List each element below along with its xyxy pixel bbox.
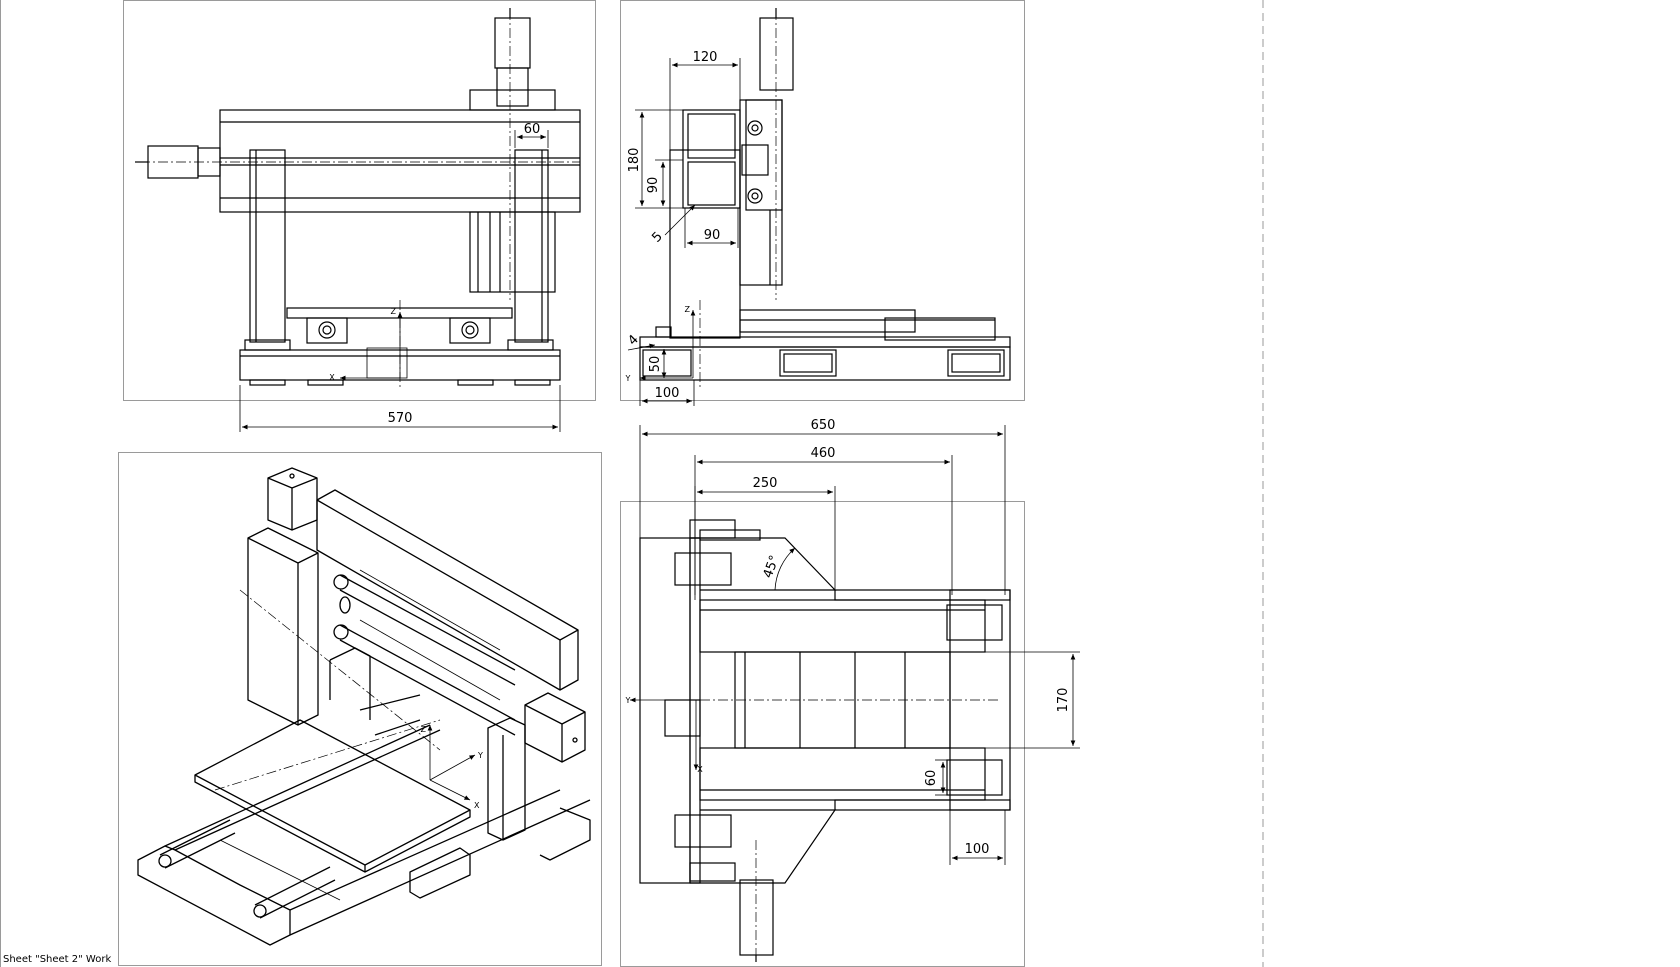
dim-top-rail-span: 460 [811, 446, 836, 461]
front-view [135, 8, 581, 390]
dim-side-foot-height: 50 [648, 356, 663, 373]
top-axis-x: X [697, 765, 703, 774]
front-axis-z: Z [391, 307, 397, 316]
top-axis-y: Y [625, 696, 631, 705]
side-view [639, 8, 1011, 390]
iso-axis-x: X [474, 801, 480, 810]
front-view-frame [123, 0, 596, 401]
iso-view-frame [118, 452, 602, 966]
dim-top-overall: 650 [811, 418, 836, 433]
dim-side-wall: 5 [649, 229, 665, 245]
side-axis-z: Z [685, 305, 691, 314]
iso-axis-y: Y [477, 751, 483, 760]
dim-top-rail-width: 60 [924, 770, 939, 787]
dim-side-tube-height: 90 [646, 177, 661, 194]
top-view [630, 519, 1011, 962]
dim-top-spacing: 170 [1056, 688, 1071, 713]
dim-side-tube-width: 120 [693, 50, 718, 65]
dim-side-tube-inner: 90 [704, 228, 721, 243]
dim-side-foot-width: 100 [655, 386, 680, 401]
sheet-frames [0, 0, 1264, 967]
isometric-view [137, 467, 591, 946]
top-view-dimensions [639, 425, 1080, 865]
side-view-frame [620, 0, 1025, 401]
dim-side-height: 180 [627, 148, 642, 173]
front-axis-x: X [329, 373, 335, 382]
dim-top-table: 250 [753, 476, 778, 491]
dim-front-width: 570 [388, 411, 413, 426]
status-bar-label: Sheet "Sheet 2" Work [3, 954, 112, 965]
front-view-dimensions [239, 130, 561, 432]
dim-top-angle: 45° [761, 553, 783, 580]
side-view-dimensions [627, 58, 741, 406]
dim-top-foot-width: 100 [965, 842, 990, 857]
side-axis-y: Y [625, 374, 631, 383]
dim-front-rail-gap: 60 [524, 122, 541, 137]
dim-side-foot-offset: 4 [625, 332, 641, 348]
iso-axis-z: Z [421, 725, 427, 734]
top-view-frame [620, 501, 1025, 967]
